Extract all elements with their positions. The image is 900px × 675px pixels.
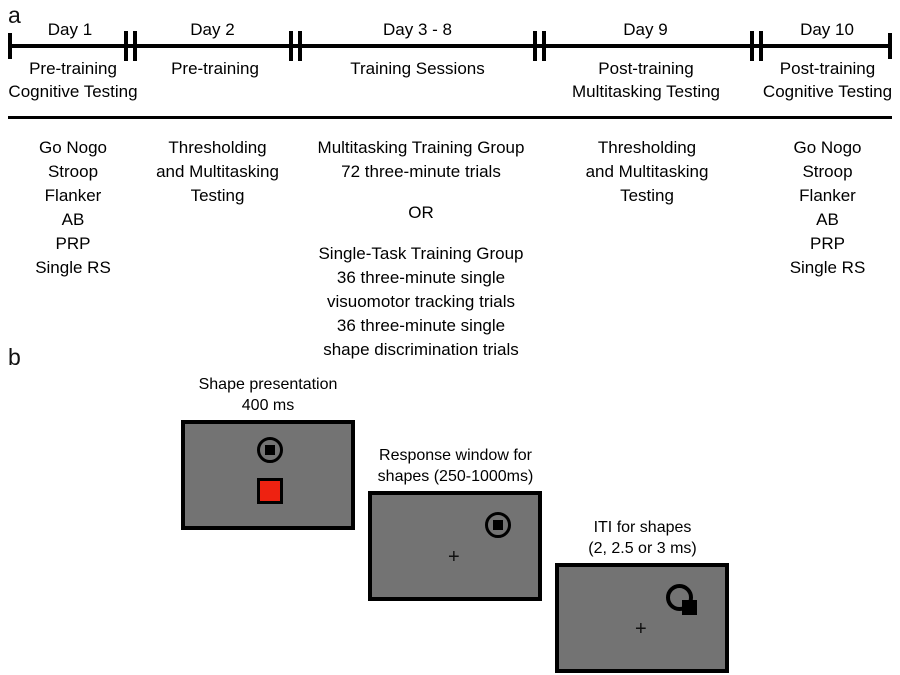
panel-b-letter: b [8,344,21,370]
inner-square-glyph [493,520,503,530]
timeline-axis [10,44,890,48]
fixation-cross: + [448,546,460,568]
panel-a-study-timeline: a Day 1 Day 2 Day 3 - 8 Day 9 Day 10 Pre… [0,2,900,359]
detail-text: OR [408,203,434,222]
stimulus-display-1 [181,420,355,530]
caption-line-1: Shape presentation [198,376,338,393]
timeline-day-label-3: Day 3 - 8 [383,20,452,39]
timeline-phase-2: Pre-training [140,57,290,80]
stimulus-display-3: + [555,563,729,673]
caption-line-2: shapes (250-1000ms) [377,468,534,485]
timeline-day-label-4: Day 9 [623,20,668,39]
caption-line-1: ITI for shapes [593,519,692,536]
inner-square-glyph [265,445,275,455]
timeline-break-4 [750,31,763,61]
timeline-break-1 [124,31,137,61]
timeline-break-3 [533,31,546,61]
timeline-phase-3: Training Sessions [305,57,530,80]
timeline-endcap-left [8,33,12,59]
panel-a-letter: a [8,2,21,28]
ring-square-shape-icon [257,437,283,463]
fixation-cross: + [635,618,647,640]
timeline-phase-1-line1: Pre-training [29,59,117,78]
ring-square-shape-icon [485,512,511,538]
caption-line-2: 400 ms [241,397,295,414]
caption-iti: ITI for shapes (2, 2.5 or 3 ms) [550,517,735,559]
stimulus-display-2: + [368,491,542,601]
panel-b-trial-sequence: b Shape presentation 400 ms Response win… [0,340,900,675]
timeline-day-label-5: Day 10 [800,20,854,39]
caption-line-2: (2, 2.5 or 3 ms) [588,540,697,557]
timeline-endcap-right [888,33,892,59]
timeline-phase-4: Post-training Multitasking Testing [548,57,744,103]
timeline-phase-5: Post-training Cognitive Testing [755,57,900,103]
caption-response-window: Response window for shapes (250-1000ms) [363,445,548,487]
timeline-phase-4-line1: Post-training [598,59,694,78]
red-target-square [257,478,283,504]
section-divider-rule [8,116,892,119]
caption-line-1: Response window for [379,447,532,464]
timeline-day-label-1: Day 1 [47,20,93,39]
timeline-phase-3-line1: Training Sessions [350,59,485,78]
timeline-phase-4-line2: Multitasking Testing [571,82,721,101]
timeline-phase-1: Pre-training Cognitive Testing [0,57,146,103]
timeline-phase-5-line2: Cognitive Testing [762,82,893,101]
timeline-day-label-2: Day 2 [190,20,235,39]
offset-square-glyph [682,600,697,615]
ring-with-offset-square-icon [666,584,697,615]
timeline-phase-1-line2: Cognitive Testing [8,82,138,101]
timeline-break-2 [289,31,302,61]
caption-shape-presentation: Shape presentation 400 ms [181,374,355,416]
timeline-phase-5-line1: Post-training [779,59,876,78]
timeline-phase-2-line1: Pre-training [171,59,259,78]
